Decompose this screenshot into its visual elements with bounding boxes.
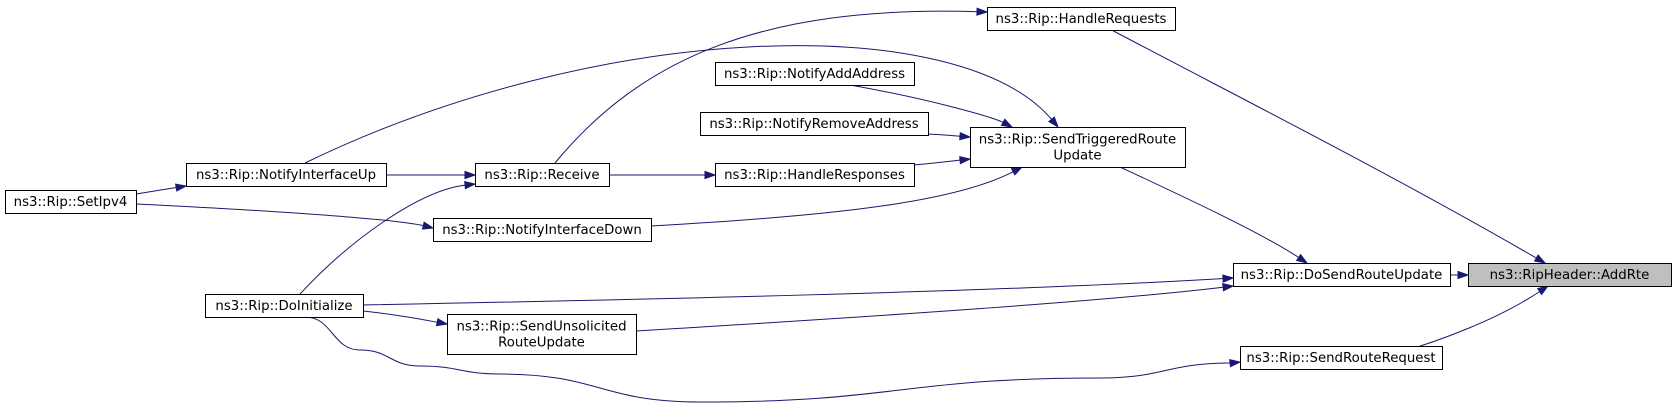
edge-dosend-to-addrte (1450, 270, 1470, 280)
edge-doinit-to-dosend (362, 274, 1235, 306)
node-handleresp[interactable]: ns3::Rip::HandleResponses (715, 163, 915, 187)
arrowhead-icon (1295, 253, 1309, 264)
arrowhead-icon (435, 318, 449, 327)
node-notifyup[interactable]: ns3::Rip::NotifyInterfaceUp (186, 163, 387, 187)
node-box[interactable] (5, 190, 137, 214)
arrowhead-icon (1457, 270, 1470, 280)
edge-notifyup-to-trig (304, 45, 1059, 164)
edge-remaddr-to-trig (927, 131, 972, 141)
edge-setipv4-to-notifyup (135, 183, 188, 195)
arrowhead-icon (1048, 116, 1059, 129)
arrowhead-icon (704, 170, 717, 180)
arrowhead-icon (1222, 274, 1235, 283)
node-box[interactable] (700, 112, 929, 136)
node-receive[interactable]: ns3::Rip::Receive (475, 163, 610, 187)
node-box[interactable] (715, 62, 915, 86)
node-label: ns3::Rip::DoInitialize (215, 299, 352, 314)
edge-handlereq-to-addrte (1105, 26, 1547, 264)
node-addaddr[interactable]: ns3::Rip::NotifyAddAddress (715, 62, 915, 86)
edge-addaddr-to-trig (849, 84, 1014, 128)
node-box[interactable] (970, 127, 1186, 168)
node-label: ns3::Rip::NotifyRemoveAddress (709, 117, 918, 132)
edge-line (1105, 26, 1538, 259)
edge-line (304, 316, 1232, 403)
edges-layer (135, 7, 1550, 403)
edge-line (927, 133, 962, 137)
node-label: ns3::Rip::NotifyInterfaceDown (442, 223, 642, 238)
node-box[interactable] (1468, 263, 1672, 287)
node-label: ns3::Rip::DoSendRouteUpdate (1241, 268, 1443, 283)
edge-line (135, 186, 178, 195)
edge-notifyup-to-receive (386, 170, 477, 180)
arrowhead-icon (976, 7, 989, 16)
node-label: ns3::Rip::SendTriggeredRoute (979, 133, 1176, 148)
edge-line (913, 159, 962, 166)
arrowhead-icon (1010, 166, 1024, 176)
node-label: ns3::Rip::NotifyAddAddress (724, 67, 905, 82)
node-box[interactable] (186, 163, 387, 187)
edge-line (299, 184, 467, 295)
edge-doinit-to-receive (299, 180, 477, 295)
edge-handleresp-to-trig (913, 155, 972, 166)
node-box[interactable] (987, 7, 1176, 31)
node-label: ns3::Rip::SendUnsolicited (456, 320, 626, 335)
node-label: ns3::Rip::SendRouteRequest (1246, 351, 1435, 366)
edge-setipv4-to-notifydown (135, 203, 435, 230)
node-box[interactable] (1233, 263, 1451, 287)
node-box[interactable] (447, 314, 637, 355)
node-box[interactable] (715, 163, 915, 187)
node-setipv4[interactable]: ns3::Rip::SetIpv4 (5, 190, 137, 214)
node-box[interactable] (475, 163, 610, 187)
edge-line (849, 84, 1005, 124)
edge-receive-to-handlereq (554, 7, 989, 164)
arrowhead-icon (464, 170, 477, 180)
arrowhead-icon (959, 155, 972, 165)
arrowhead-icon (1229, 359, 1242, 368)
node-label: ns3::Rip::Receive (484, 168, 599, 183)
node-remaddr[interactable]: ns3::Rip::NotifyRemoveAddress (700, 112, 929, 136)
edge-unsol-to-dosend (635, 283, 1235, 332)
arrowhead-icon (1222, 283, 1235, 292)
node-label: ns3::RipHeader::AddRte (1490, 268, 1650, 283)
edge-line (362, 278, 1225, 306)
node-notifydown[interactable]: ns3::Rip::NotifyInterfaceDown (433, 218, 652, 242)
node-label: ns3::Rip::SetIpv4 (14, 195, 128, 210)
node-dosend[interactable]: ns3::Rip::DoSendRouteUpdate (1233, 263, 1451, 287)
arrowhead-icon (421, 221, 435, 230)
arrowhead-icon (1000, 118, 1014, 128)
arrowhead-icon (1533, 254, 1547, 264)
edge-line (135, 203, 425, 227)
arrowhead-icon (959, 131, 972, 141)
node-label: ns3::Rip::NotifyInterfaceUp (196, 168, 376, 183)
arrowhead-icon (1536, 285, 1550, 296)
nodes-layer: ns3::RipHeader::AddRte ns3::Rip::DoSendRo… (5, 7, 1672, 370)
node-label: RouteUpdate (498, 336, 585, 351)
node-box[interactable] (205, 294, 364, 318)
node-doinit[interactable]: ns3::Rip::DoInitialize (205, 294, 364, 318)
node-box[interactable] (433, 218, 652, 242)
node-label: ns3::Rip::HandleResponses (724, 168, 905, 183)
edge-line (554, 10, 979, 164)
edge-receive-to-handleresp (609, 170, 717, 180)
node-label: Update (1053, 149, 1101, 164)
edge-line (304, 45, 1053, 164)
edge-line (650, 170, 1015, 227)
edge-doinit-to-unsol (362, 310, 449, 327)
node-handlereq[interactable]: ns3::Rip::HandleRequests (987, 7, 1176, 31)
node-box[interactable] (1240, 346, 1443, 370)
arrowhead-icon (174, 183, 188, 192)
edge-line (362, 310, 439, 323)
node-label: ns3::Rip::HandleRequests (996, 12, 1167, 27)
arrowhead-icon (464, 180, 477, 190)
edge-line (1119, 166, 1300, 259)
edge-doinit-to-sendreq (304, 316, 1242, 403)
edge-trig-to-dosend (1119, 166, 1309, 264)
node-sendreq[interactable]: ns3::Rip::SendRouteRequest (1240, 346, 1443, 370)
node-addrte[interactable]: ns3::RipHeader::AddRte (1468, 263, 1672, 287)
edge-line (635, 286, 1225, 332)
